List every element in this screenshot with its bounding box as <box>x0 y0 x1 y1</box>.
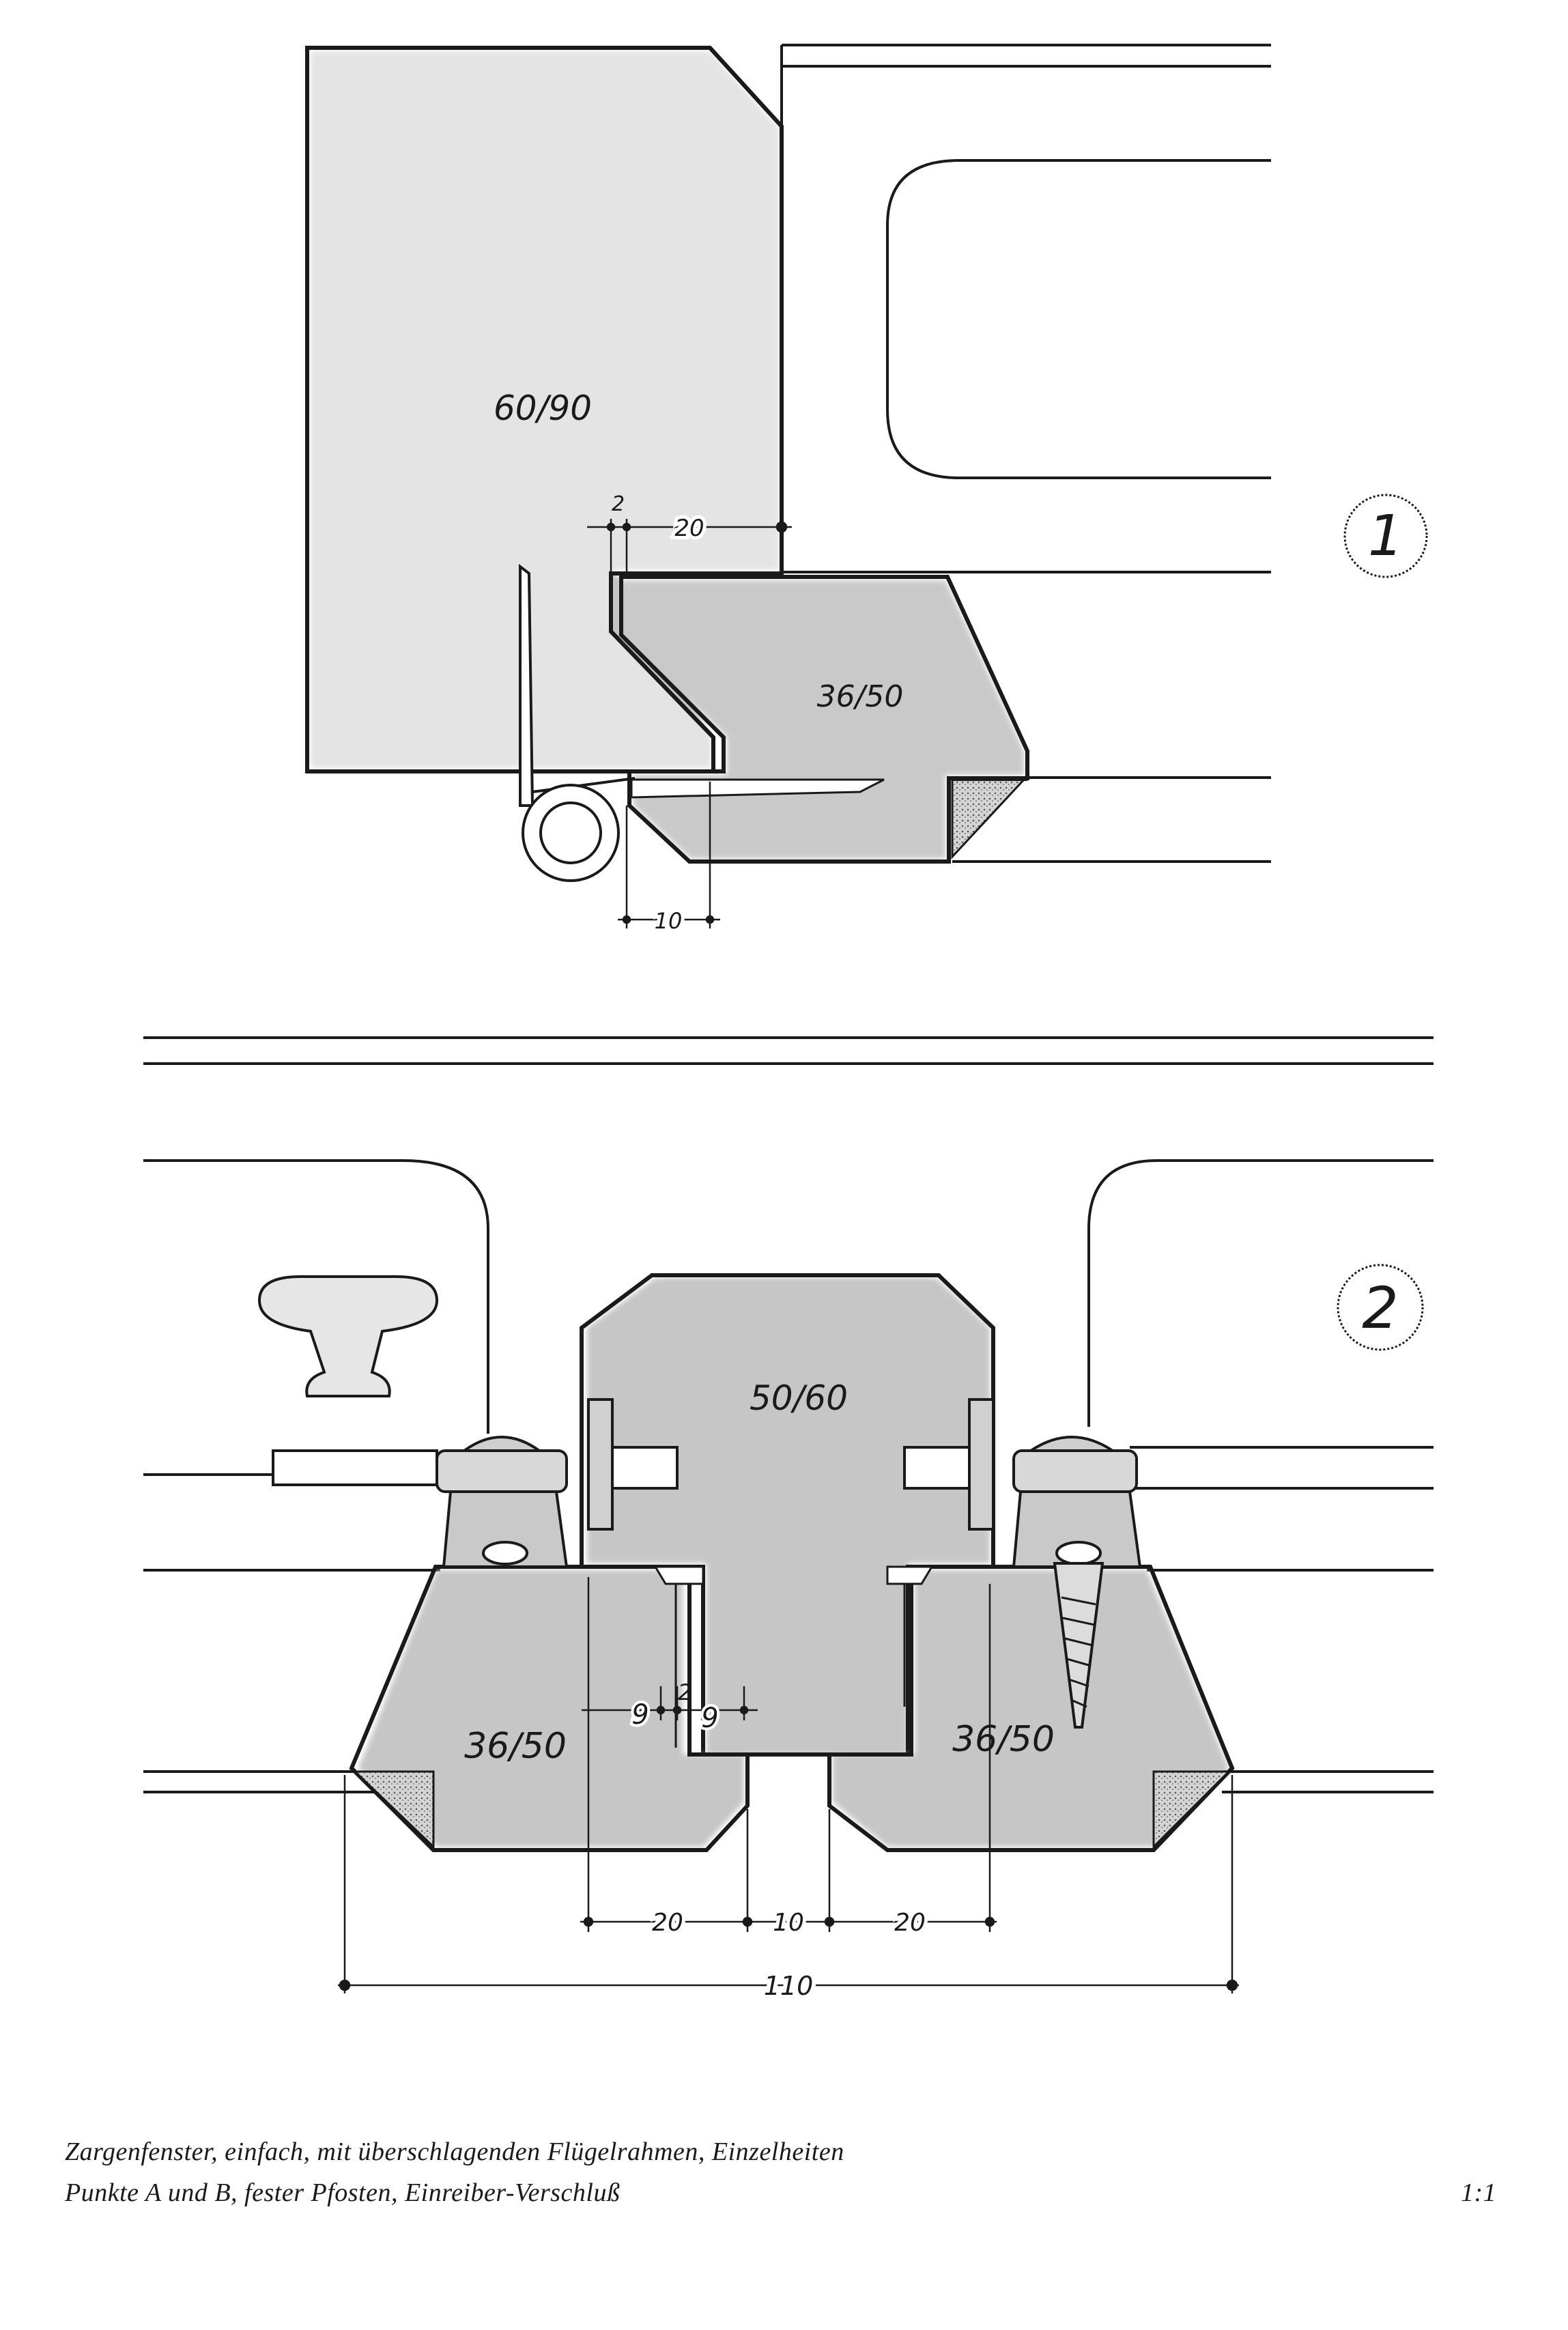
caption-line-2: Punkte A und B, fester Pfosten, Einreibe… <box>65 2178 621 2207</box>
detail-2-putty-right <box>1152 1770 1231 1849</box>
detail-2-sash-left-label: 36/50 <box>464 1726 567 1767</box>
detail-2-dimensions <box>338 1577 1239 1993</box>
detail-1-dim-2: 2 <box>612 492 625 516</box>
detail-1-frame-label: 60/90 <box>494 388 592 428</box>
detail-1-dim-10: 10 <box>655 908 683 934</box>
detail-2: 9 2 9 20 10 20 110 50/60 36/50 36/50 2 <box>143 1159 1434 2005</box>
detail-2-dim-2: 2 <box>678 1679 692 1705</box>
detail-2-dim-20-left: 20 <box>652 1909 683 1937</box>
detail-2-post-label: 50/60 <box>750 1378 848 1418</box>
detail-1: 2 20 10 60/90 36/50 1 <box>305 44 1428 937</box>
detail-1-sash-label: 36/50 <box>817 679 904 714</box>
detail-2-sash-right-label: 36/50 <box>952 1719 1055 1760</box>
detail-2-sash-right <box>827 1565 1235 1852</box>
detail-2-weatherstrips <box>653 1565 934 1748</box>
detail-2-sash-right-shade <box>833 1570 1229 1847</box>
detail-2-latch-left <box>436 1436 569 1568</box>
detail-1-sash <box>619 575 1029 864</box>
detail-2-cam-plates <box>587 1398 995 1531</box>
detail-1-hinge <box>519 563 636 882</box>
detail-2-sash-left-shade <box>358 1570 744 1847</box>
detail-1-dimensions <box>587 519 792 928</box>
detail-1-weatherstrip <box>630 778 885 799</box>
detail-2-knob <box>143 1275 439 1486</box>
detail-2-pane-outline-left <box>402 1159 489 1434</box>
detail-2-marker: 2 <box>1362 1275 1398 1341</box>
detail-2-marker-ring <box>1337 1264 1424 1351</box>
detail-2-dim-10: 10 <box>773 1909 804 1937</box>
detail-2-rails <box>143 1159 1434 1793</box>
detail-2-latch-right <box>1012 1436 1142 1729</box>
scale-label: 1:1 <box>1461 2178 1497 2207</box>
detail-2-pane-outline-right <box>1087 1159 1158 1427</box>
detail-2-dim-9-right: 9 <box>701 1703 718 1734</box>
detail-2-putty-left <box>352 1770 435 1849</box>
detail-1-putty <box>951 778 1027 859</box>
detail-2-dim-20-right: 20 <box>894 1909 926 1937</box>
detail-1-pane-outline <box>886 159 1271 479</box>
caption-line-1: Zargenfenster, einfach, mit überschlagen… <box>65 2137 844 2166</box>
detail-1-marker-ring <box>1343 494 1428 578</box>
detail-2-dim-9-left: 9 <box>631 1699 648 1731</box>
detail-1-dim-20: 20 <box>674 515 704 542</box>
detail-2-post-shade <box>587 1278 990 1754</box>
detail-1-marker: 1 <box>1368 504 1403 569</box>
detail-2-dim-110: 110 <box>764 1971 814 2001</box>
section-separator <box>143 1036 1434 1065</box>
